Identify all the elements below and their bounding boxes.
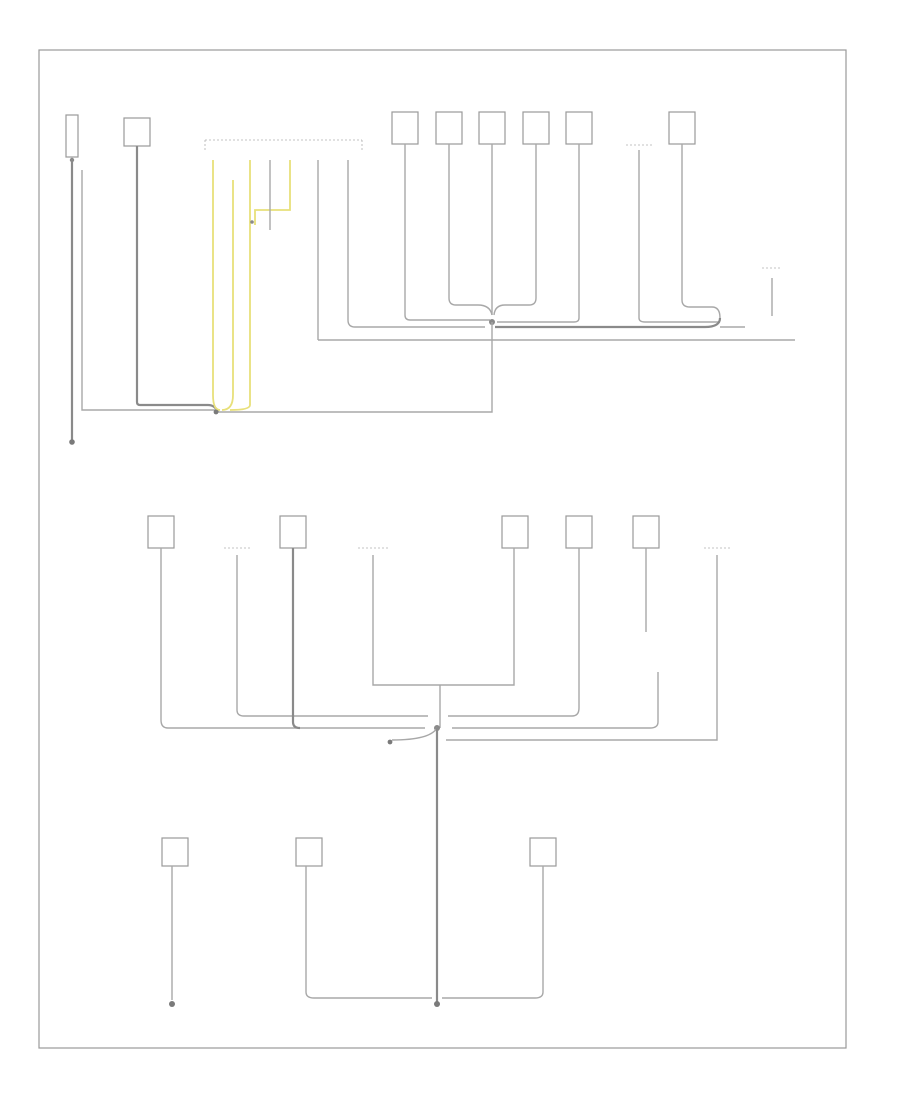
sensor-bottom-right xyxy=(529,837,557,867)
mid8-ground-wire xyxy=(446,555,718,741)
component-top-1 xyxy=(391,111,419,145)
comp4-ground-wire xyxy=(493,144,537,316)
component-mid-3 xyxy=(279,515,307,549)
mid2-ground-wire xyxy=(236,555,428,717)
sensor-bottom-left xyxy=(161,837,189,867)
mid6-ground-wire xyxy=(448,548,580,717)
comp7-ground-wire xyxy=(681,144,721,319)
pcm-yellow-wire-4 xyxy=(254,160,291,225)
sensor-middle-ground-wire xyxy=(305,866,432,999)
bottom-front-ground-point xyxy=(434,1001,440,1007)
splice-to-stud-wire xyxy=(391,727,438,741)
sensor-right-ground-wire xyxy=(442,866,544,999)
component-top-4 xyxy=(522,111,550,145)
module-left xyxy=(123,117,151,147)
component-mid-7 xyxy=(632,515,660,549)
mid1-ground-wire xyxy=(160,548,425,729)
battery-to-splice-wire xyxy=(81,170,215,411)
component-top-2 xyxy=(435,111,463,145)
left-instrument-panel-ground-stud xyxy=(387,739,393,745)
comp1-ground-wire xyxy=(404,144,490,321)
top-ground-circuit xyxy=(65,111,795,445)
mid7-ground-wire-lower xyxy=(452,672,659,729)
component-top-5 xyxy=(565,111,593,145)
component-mid-1 xyxy=(147,515,175,549)
component-top-3 xyxy=(478,111,506,145)
mid3-ground-wire xyxy=(291,548,301,730)
center-splice-to-ground xyxy=(215,322,493,413)
battery-junction-post xyxy=(65,114,79,158)
component-top-7 xyxy=(668,111,696,145)
pcm-yellow-wire-3 xyxy=(229,160,251,411)
component-mid-6 xyxy=(565,515,593,549)
front-ground-point xyxy=(213,409,219,415)
comp6-ground-wire xyxy=(638,150,720,323)
pcm-wire-to-bus-2 xyxy=(347,160,485,328)
pcm-yellow-wire-1 xyxy=(212,160,221,411)
comp2-ground-wire xyxy=(448,144,493,316)
component-mid-5 xyxy=(501,515,529,549)
bottom-ground-circuit xyxy=(161,728,557,1007)
comp5-ground-wire xyxy=(497,144,580,323)
middle-ground-circuit xyxy=(147,515,730,745)
mid4-ground-wire xyxy=(372,548,515,686)
battery-ground-terminal xyxy=(69,439,75,445)
pcm-splice xyxy=(250,220,254,224)
sensor-bottom-middle xyxy=(295,837,323,867)
diagram-border xyxy=(38,49,847,1049)
pcm-yellow-wire-2 xyxy=(221,180,234,411)
module-left-ground-wire xyxy=(135,146,220,413)
right-ground-bus xyxy=(495,317,722,329)
lower-rear-ground-point xyxy=(169,1001,175,1007)
